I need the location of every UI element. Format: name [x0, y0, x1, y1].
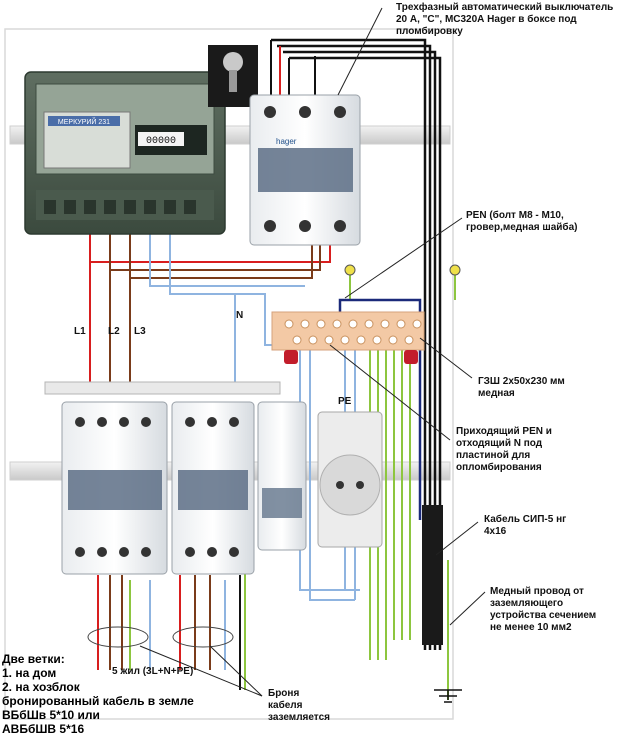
ground-symbol-icon: [434, 689, 462, 703]
meter-brand: МЕРКУРИЙ 231: [58, 117, 110, 126]
phase-wires: [89, 232, 331, 385]
label-pen-in: Приходящий PEN и отходящий N под пластин…: [456, 426, 552, 473]
cable-bundle-2: [172, 626, 234, 648]
label-l2: L2: [108, 326, 120, 337]
cable-bundle-1: [87, 626, 149, 648]
label-bus-bar: ГЗШ 2х50х230 мм медная: [478, 376, 565, 399]
label-breaker: Трехфазный автоматический выключатель 20…: [396, 2, 614, 37]
electricity-meter: 00000 МЕРКУРИЙ 231: [24, 71, 226, 235]
label-l1: L1: [74, 326, 86, 337]
label-ground-wire: Медный провод от заземляющего устройства…: [490, 586, 597, 633]
hager-logo: hager: [276, 137, 297, 146]
pen-bolt-icon-2: [449, 264, 461, 276]
enclosure-frame: [4, 28, 454, 720]
label-armor: Броня кабеля заземляется: [268, 688, 330, 723]
label-branches: Две ветки: 1. на дом 2. на хозблок брони…: [2, 652, 194, 736]
comb-busbar: [44, 381, 281, 395]
label-cable-sip: Кабель СИП-5 нг 4х16: [484, 514, 567, 537]
meter-digits: 00000: [146, 136, 176, 147]
label-l3: L3: [134, 326, 146, 337]
label-n: N: [236, 310, 244, 321]
label-pen-bolt: PEN (болт М8 - М10, гровер,медная шайба): [466, 210, 578, 233]
output-breakers: [61, 401, 307, 575]
label-five-core: 5 жил (3L+N+PE): [112, 666, 194, 677]
seal-icon: [208, 45, 258, 107]
pen-bolt-icon: [344, 264, 356, 276]
label-pe: PE: [338, 396, 352, 407]
sip-cable: [271, 38, 443, 650]
din-socket: [317, 411, 383, 548]
ground-bus-bar: [271, 311, 425, 364]
input-breaker: hager: [249, 94, 361, 246]
leader-lines: [139, 7, 486, 697]
breaker-feed-wires: [270, 40, 316, 95]
output-wires: [97, 575, 241, 690]
